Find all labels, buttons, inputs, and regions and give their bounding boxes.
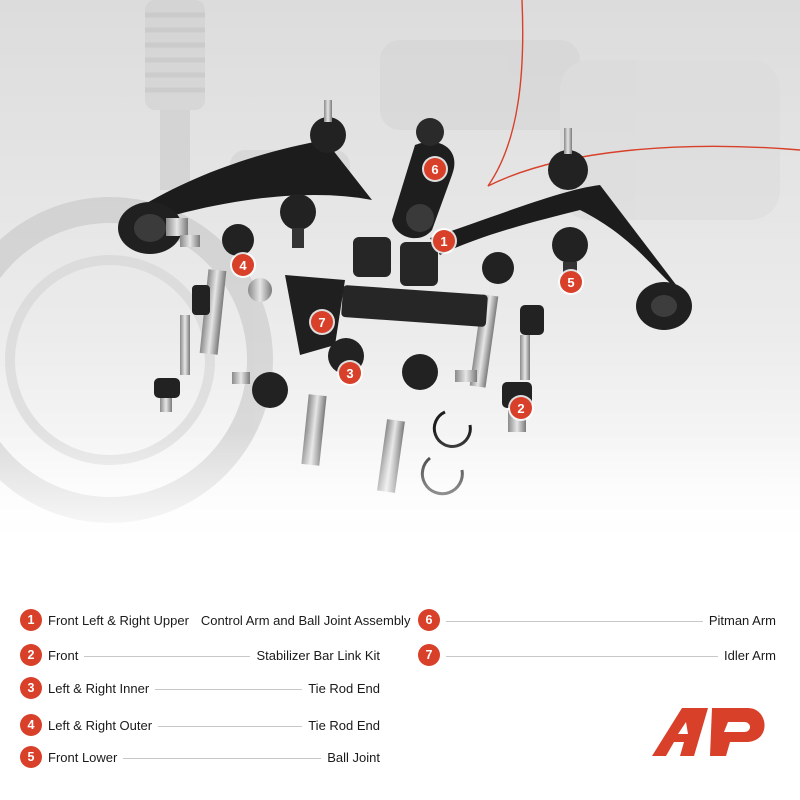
lower-ball-joint-left — [280, 194, 316, 248]
legend-number: 3 — [20, 677, 42, 699]
legend-number: 4 — [20, 714, 42, 736]
callout-badge-7: 7 — [311, 311, 333, 333]
legend-item-2: 2 Front Stabilizer Bar Link Kit — [20, 644, 380, 666]
legend-divider — [84, 655, 251, 657]
legend-divider — [446, 620, 703, 622]
legend-right-text: Ball Joint — [327, 749, 380, 765]
upper-control-arm-left — [118, 100, 372, 254]
legend-divider — [123, 757, 322, 759]
legend-item-1: 1 Front Left & Right Upper Control Arm a… — [20, 609, 410, 631]
legend-item-5: 5 Front Lower Ball Joint — [20, 746, 380, 768]
legend-number: 7 — [418, 644, 440, 666]
legend-right-text: Control Arm and Ball Joint Assembly — [200, 612, 411, 628]
legend-right-text: Tie Rod End — [308, 717, 380, 733]
ap-brand-logo-icon — [652, 708, 765, 756]
photo-fade — [0, 430, 800, 580]
callout-badge-1: 1 — [433, 230, 455, 252]
legend-right-text: Stabilizer Bar Link Kit — [256, 647, 380, 663]
legend-item-3: 3 Left & Right Inner Tie Rod End — [20, 677, 380, 699]
callout-badge-5: 5 — [560, 271, 582, 293]
callout-badge-4: 4 — [232, 254, 254, 276]
legend-right-text: Tie Rod End — [308, 680, 380, 696]
callout-badge-2: 2 — [510, 397, 532, 419]
legend-right-text: Pitman Arm — [708, 612, 776, 628]
legend-number: 1 — [20, 609, 42, 631]
legend-left-text: Left & Right Outer — [48, 717, 153, 733]
stabilizer-link-right — [502, 305, 544, 432]
callout-badge-3: 3 — [339, 362, 361, 384]
outer-tie-rod-right — [469, 252, 514, 388]
legend-right-text: Idler Arm — [723, 647, 776, 663]
legend-divider — [155, 688, 303, 690]
legend-number: 5 — [20, 746, 42, 768]
legend-item-6: 6 Pitman Arm — [418, 609, 776, 631]
legend-left-text: Front Lower — [48, 749, 118, 765]
legend-divider — [446, 655, 718, 657]
legend-left-text: Left & Right Inner — [48, 680, 150, 696]
stabilizer-link-left — [154, 285, 210, 412]
brand-accent-curve — [487, 0, 800, 187]
legend-left-text: Front Left & Right Upper — [48, 612, 189, 628]
legend-left-text: Front — [48, 647, 79, 663]
legend-number: 6 — [418, 609, 440, 631]
upper-control-arm-right — [353, 128, 692, 330]
legend-item-7: 7 Idler Arm — [418, 644, 776, 666]
legend-item-4: 4 Left & Right Outer Tie Rod End — [20, 714, 380, 736]
legend-divider — [158, 725, 303, 727]
callout-badge-6: 6 — [424, 158, 446, 180]
legend-number: 2 — [20, 644, 42, 666]
